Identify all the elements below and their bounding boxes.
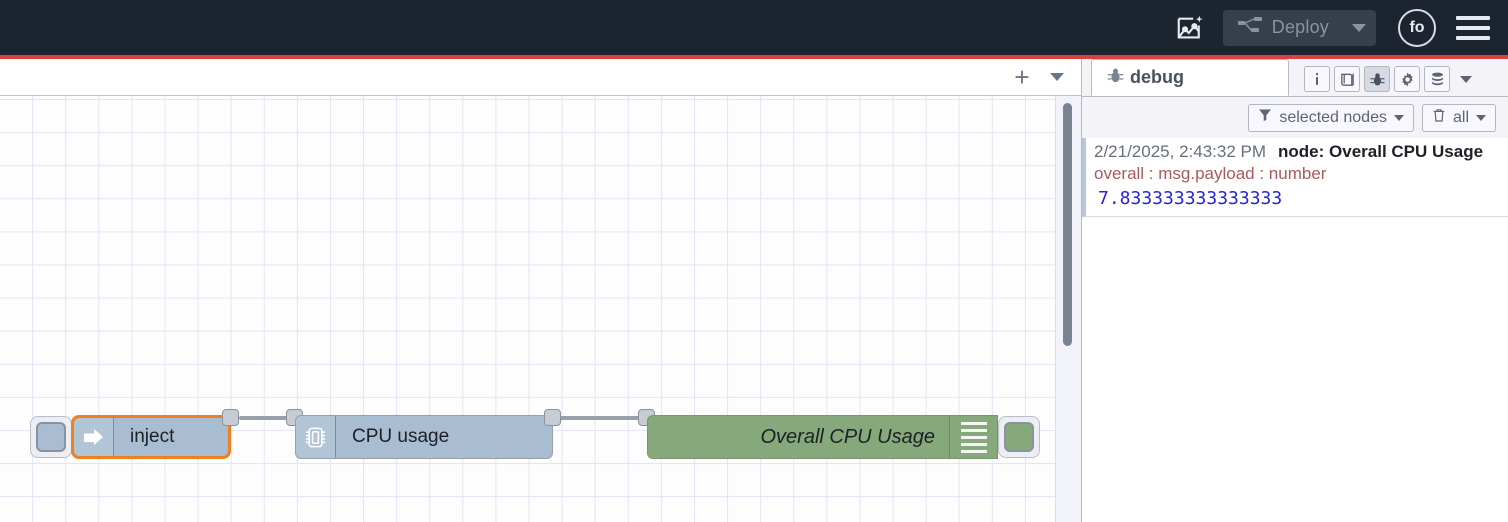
deploy-button[interactable]: Deploy bbox=[1222, 9, 1376, 46]
cpu-chip-icon bbox=[296, 416, 336, 458]
bug-icon bbox=[1106, 66, 1125, 90]
debug-node-filter-button[interactable]: selected nodes bbox=[1248, 103, 1414, 132]
trash-icon bbox=[1432, 108, 1446, 128]
node-cpu-usage-body[interactable]: CPU usage bbox=[295, 415, 553, 459]
chevron-down-icon bbox=[1352, 23, 1366, 32]
sidebar-tool-context[interactable] bbox=[1424, 66, 1450, 92]
deploy-button-label: Deploy bbox=[1271, 17, 1329, 37]
chevron-down-icon bbox=[1393, 114, 1404, 121]
node-inject[interactable]: inject bbox=[71, 415, 231, 459]
sidebar-tools-menu-button[interactable] bbox=[1454, 66, 1478, 92]
menu-bar-2 bbox=[1456, 25, 1490, 30]
node-cpu-usage-label: CPU usage bbox=[352, 426, 450, 447]
wire-inject-to-cpu[interactable] bbox=[239, 416, 295, 420]
deploy-button-main[interactable]: Deploy bbox=[1223, 10, 1342, 46]
chevron-down-icon bbox=[1476, 114, 1486, 121]
debug-line-2 bbox=[960, 428, 987, 432]
debug-line-3 bbox=[960, 435, 987, 439]
debug-message-property: overall : msg.payload : number bbox=[1094, 164, 1327, 183]
app-header: Deploy fo bbox=[0, 0, 1508, 55]
debug-filter-bar: selected nodes all bbox=[1082, 97, 1508, 138]
funnel-icon bbox=[1258, 108, 1272, 127]
flow-tab-menu-button[interactable] bbox=[1039, 60, 1075, 94]
sidebar-tool-buttons bbox=[1304, 66, 1478, 92]
sidebar-tab-debug[interactable]: debug bbox=[1091, 59, 1289, 96]
canvas-vertical-scrollbar[interactable] bbox=[1063, 103, 1072, 346]
flow-tab-bar: + bbox=[0, 59, 1081, 96]
header-actions: Deploy fo bbox=[1167, 5, 1508, 51]
chevron-down-icon bbox=[1050, 73, 1064, 81]
workspace: + inject bbox=[0, 59, 1081, 522]
deploy-nodes-icon bbox=[1237, 15, 1263, 40]
sidebar-panel: debug bbox=[1081, 59, 1508, 522]
chevron-down-icon bbox=[1460, 75, 1472, 83]
debug-line-5 bbox=[960, 449, 987, 453]
node-cpu-usage[interactable]: CPU usage bbox=[295, 415, 553, 459]
debug-clear-button[interactable]: all bbox=[1421, 103, 1496, 132]
debug-message-header: 2/21/2025, 2:43:32 PM node: Overall CPU … bbox=[1094, 142, 1501, 162]
debug-line-1 bbox=[960, 421, 987, 425]
node-debug-label: Overall CPU Usage bbox=[760, 425, 935, 448]
menu-bar-1 bbox=[1456, 15, 1490, 20]
sidebar-tool-info[interactable] bbox=[1304, 66, 1330, 92]
node-inject-label: inject bbox=[130, 426, 175, 447]
deploy-pending-stripe bbox=[0, 55, 1508, 59]
debug-lines-icon bbox=[949, 416, 997, 458]
node-debug-body[interactable]: Overall CPU Usage bbox=[647, 415, 998, 459]
wire-cpu-to-debug[interactable] bbox=[553, 416, 647, 420]
flow-sparkle-icon[interactable] bbox=[1167, 5, 1213, 51]
debug-message-row[interactable]: 2/21/2025, 2:43:32 PM node: Overall CPU … bbox=[1082, 138, 1508, 217]
debug-line-4 bbox=[960, 442, 987, 446]
user-avatar[interactable]: fo bbox=[1398, 8, 1436, 47]
sidebar-tab-debug-label: debug bbox=[1130, 67, 1184, 87]
debug-clear-label: all bbox=[1452, 108, 1469, 126]
debug-node-toggle-button[interactable] bbox=[1004, 422, 1034, 452]
inject-fire-button[interactable] bbox=[36, 422, 66, 452]
debug-message-timestamp: 2/21/2025, 2:43:32 PM bbox=[1094, 142, 1267, 161]
sidebar-tab-row: debug bbox=[1082, 59, 1508, 97]
menu-bar-3 bbox=[1456, 35, 1490, 40]
debug-message-list[interactable]: 2/21/2025, 2:43:32 PM node: Overall CPU … bbox=[1082, 138, 1508, 522]
node-cpu-output-port[interactable] bbox=[544, 409, 561, 426]
deploy-dropdown-button[interactable] bbox=[1342, 10, 1376, 46]
node-inject-body[interactable]: inject bbox=[71, 415, 231, 459]
hamburger-menu-icon[interactable] bbox=[1456, 13, 1490, 43]
debug-message-source[interactable]: node: Overall CPU Usage bbox=[1278, 142, 1484, 161]
add-flow-tab-button[interactable]: + bbox=[1014, 62, 1030, 92]
flow-canvas[interactable]: inject CPU usage bbox=[0, 96, 1081, 522]
sidebar-tool-config[interactable] bbox=[1394, 66, 1420, 92]
debug-message-value: 7.833333333333333 bbox=[1098, 188, 1283, 209]
node-inject-output-port[interactable] bbox=[222, 409, 239, 426]
sidebar-tool-debug[interactable] bbox=[1364, 66, 1390, 92]
node-debug-overall-cpu[interactable]: Overall CPU Usage bbox=[647, 415, 998, 459]
inject-arrow-icon bbox=[74, 418, 114, 456]
debug-node-filter-label: selected nodes bbox=[1279, 108, 1387, 126]
sidebar-tool-help[interactable] bbox=[1334, 66, 1360, 92]
